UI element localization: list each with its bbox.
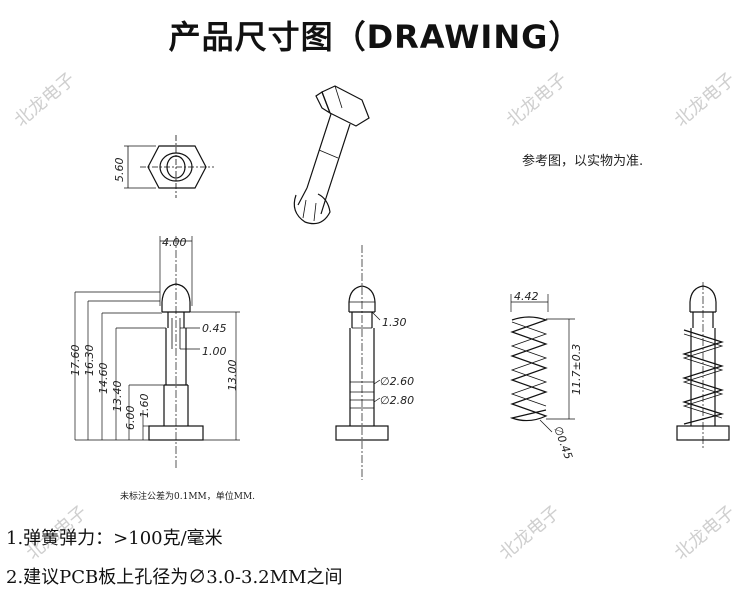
dim-length-13-40: 13.40 xyxy=(111,381,124,413)
dim-diameter-2-60: ∅2.60 xyxy=(380,375,414,388)
isometric-view xyxy=(293,85,370,225)
assembled-view xyxy=(676,282,730,448)
pcb-hole-note: 2.建议PCB板上孔径为∅3.0-3.2MM之间 xyxy=(6,567,343,588)
dim-diameter-2-80: ∅2.80 xyxy=(380,394,414,407)
tolerance-note: 未标注公差为0.1MM，单位MM. xyxy=(120,492,256,502)
side-view-dimensioned xyxy=(74,236,240,468)
side-view-rotated xyxy=(335,245,389,480)
spring-view xyxy=(509,294,575,433)
dim-slot-0-45: 0.45 xyxy=(202,322,227,335)
dim-spring-width: 4.42 xyxy=(514,290,539,303)
dim-hex-width: 5.60 xyxy=(113,158,126,183)
reference-note: 参考图，以实物为准. xyxy=(522,154,644,169)
dim-spring-length: 11.7±0.3 xyxy=(570,344,583,395)
spring-force-note: 1.弹簧弹力：>100克/毫米 xyxy=(6,528,223,549)
dim-groove-1-30: 1.30 xyxy=(382,316,407,329)
dim-length-6-00: 6.00 xyxy=(124,406,137,431)
dim-length-14-60: 14.60 xyxy=(97,363,110,395)
page-title: 产品尺寸图（DRAWING） xyxy=(168,18,582,56)
hex-head-end-view xyxy=(124,135,214,198)
dim-length-16-30: 16.30 xyxy=(83,345,96,377)
dim-head-width: 4.00 xyxy=(162,236,187,249)
dim-overall-length: 17.60 xyxy=(69,345,82,377)
dim-length-1-60: 1.60 xyxy=(138,394,151,419)
dim-shaft-13-00: 13.00 xyxy=(226,360,239,392)
dim-wire-diameter: ∅0.45 xyxy=(551,425,575,461)
dim-slot-1-00: 1.00 xyxy=(202,345,227,358)
